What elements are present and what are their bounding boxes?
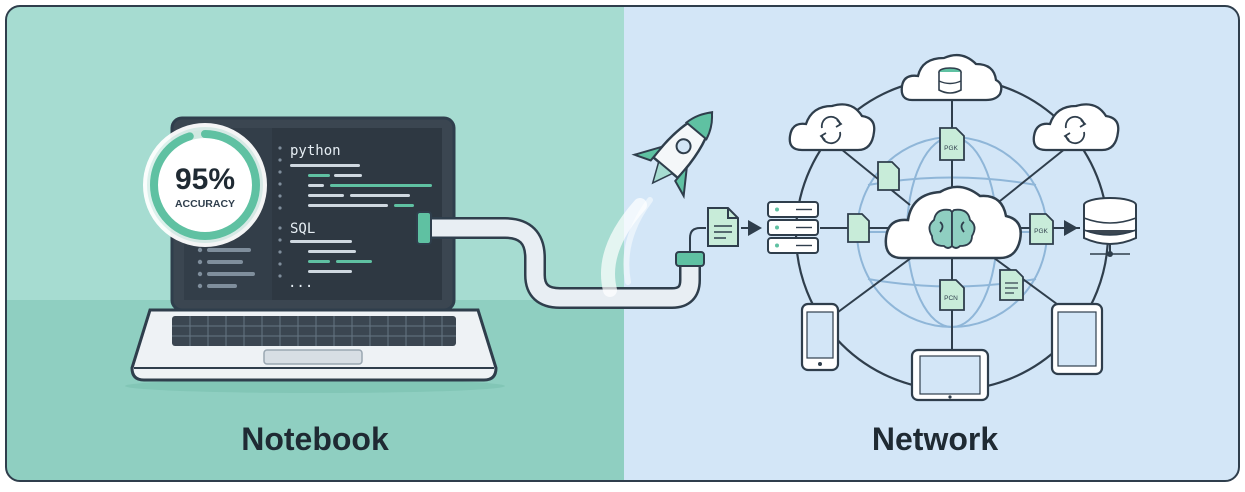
accuracy-label: ACCURACY <box>175 198 235 210</box>
phone-icon <box>800 302 840 372</box>
code-lines-python <box>290 164 432 207</box>
brain-icon <box>928 208 976 249</box>
network-graph: PGK PGK PCN <box>767 53 1137 402</box>
accuracy-badge: 95% ACCURACY <box>143 123 267 247</box>
doc-label-right: PGK <box>1034 228 1048 235</box>
document-icon: PCN <box>939 279 965 311</box>
document-icon: PGK <box>1029 213 1054 245</box>
database-icon <box>1083 197 1137 257</box>
document-icon <box>877 161 900 191</box>
pipe-coupling <box>416 211 432 245</box>
code-label-python: python <box>290 143 341 159</box>
sync-icon <box>1063 115 1087 145</box>
network-caption: Network <box>872 421 998 457</box>
accuracy-value: 95% <box>175 163 235 196</box>
document-icon: PGK <box>939 127 965 161</box>
doc-label-bottom: PCN <box>944 295 958 302</box>
cloud-database <box>900 53 1003 102</box>
sync-icon <box>819 115 843 145</box>
code-ellipsis: ... <box>288 275 313 291</box>
code-lines-sql <box>290 240 372 273</box>
notebook-caption: Notebook <box>241 421 389 457</box>
document-icon-input <box>707 207 739 247</box>
document-icon <box>847 213 870 243</box>
code-label-sql: SQL <box>290 221 315 237</box>
pipe-valve <box>675 251 705 267</box>
pipe-connector <box>416 211 706 309</box>
screen-sidebar-lines <box>197 247 255 289</box>
laptop-trackpad <box>263 349 363 365</box>
tablet-icon <box>910 348 990 402</box>
laptop-keyboard <box>172 316 456 346</box>
tablet-icon <box>1050 302 1104 376</box>
cloud-sync-right <box>1032 103 1120 152</box>
server-icon <box>767 201 819 254</box>
ai-cloud <box>884 185 1022 260</box>
code-gutter-dots <box>278 146 282 278</box>
outer-frame <box>5 5 1240 482</box>
doc-label-top: PGK <box>944 145 958 152</box>
rocket-icon <box>601 110 714 297</box>
accuracy-ring-progress <box>150 130 260 240</box>
cloud-sync-left <box>788 103 876 152</box>
database-icon <box>938 67 962 94</box>
document-icon <box>999 269 1024 301</box>
